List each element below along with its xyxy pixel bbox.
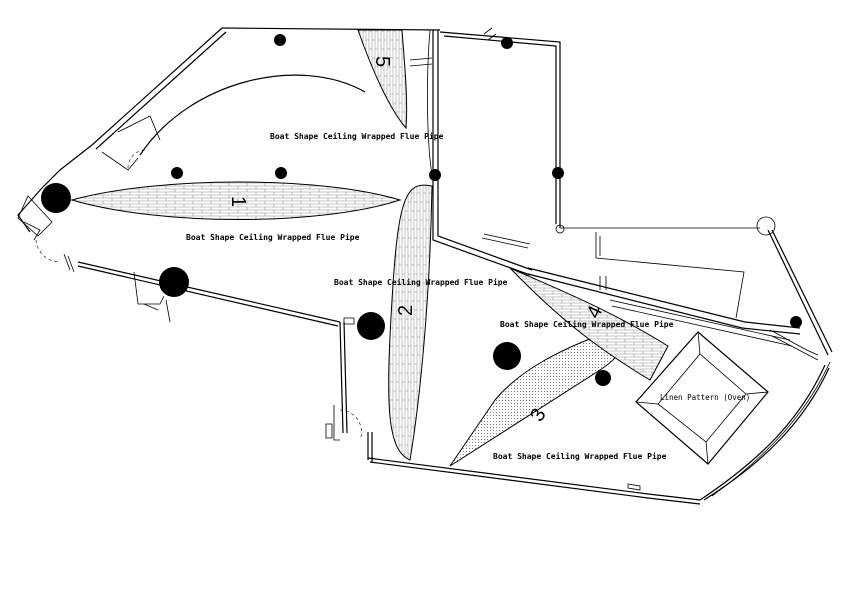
column bbox=[171, 167, 183, 179]
column bbox=[275, 167, 287, 179]
column bbox=[595, 370, 611, 386]
linen-label: Linen Pattern (Oven) bbox=[660, 393, 750, 402]
boat-number-2: 2 bbox=[395, 305, 417, 316]
column bbox=[493, 342, 521, 370]
boat-label-2: Boat Shape Ceiling Wrapped Flue Pipe bbox=[334, 277, 508, 287]
column bbox=[357, 312, 385, 340]
boat-shape-3: 3 bbox=[449, 334, 622, 467]
boat-label-1: Boat Shape Ceiling Wrapped Flue Pipe bbox=[186, 232, 360, 242]
column bbox=[429, 169, 441, 181]
boat-shape-1: 1 bbox=[70, 181, 402, 220]
column bbox=[159, 267, 189, 297]
linen-pattern-oven bbox=[635, 331, 769, 465]
interior-walls bbox=[35, 27, 819, 491]
boat-label-3: Boat Shape Ceiling Wrapped Flue Pipe bbox=[493, 451, 667, 461]
boat-number-5: 5 bbox=[371, 56, 393, 67]
boat-label-top: Boat Shape Ceiling Wrapped Flue Pipe bbox=[270, 131, 444, 141]
labels: Boat Shape Ceiling Wrapped Flue Pipe Boa… bbox=[186, 131, 750, 461]
boat-shape-5: 5 bbox=[357, 29, 408, 130]
boat-shape-2: 2 bbox=[388, 184, 433, 461]
outer-walls bbox=[17, 27, 833, 505]
boat-label-4: Boat Shape Ceiling Wrapped Flue Pipe bbox=[500, 319, 674, 329]
column bbox=[790, 316, 802, 328]
column bbox=[552, 167, 564, 179]
columns bbox=[41, 34, 802, 386]
column bbox=[274, 34, 286, 46]
boat-number-1: 1 bbox=[227, 196, 249, 207]
column bbox=[501, 37, 513, 49]
column bbox=[41, 183, 71, 213]
